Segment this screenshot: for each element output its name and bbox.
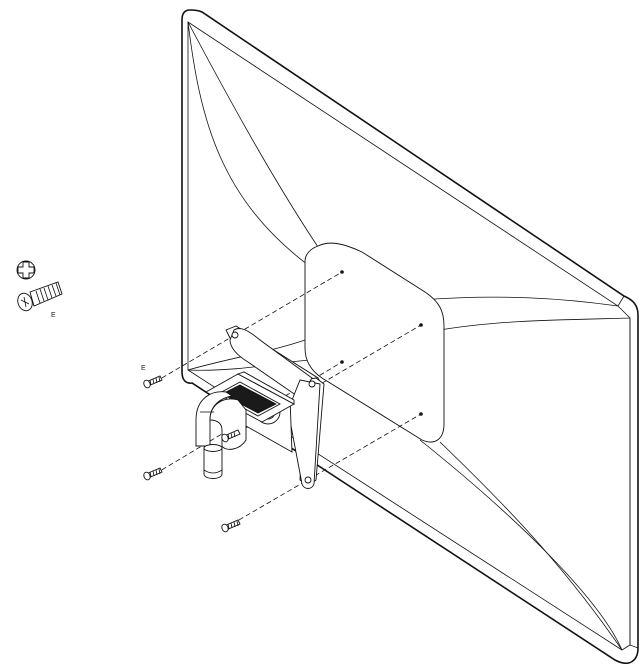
monitor-vesa-plate bbox=[304, 242, 445, 443]
assembly-screw-label: E bbox=[141, 365, 146, 372]
mounting-bracket bbox=[195, 325, 325, 489]
screw-upper-middle bbox=[221, 429, 241, 443]
phillips-screwdriver-icon bbox=[16, 260, 36, 280]
screw-lower-left bbox=[143, 467, 163, 481]
screw-top-left bbox=[143, 375, 163, 389]
legend-screw-label: E bbox=[51, 312, 56, 319]
screw-bottom bbox=[221, 519, 241, 533]
screw-E-icon bbox=[17, 281, 63, 312]
